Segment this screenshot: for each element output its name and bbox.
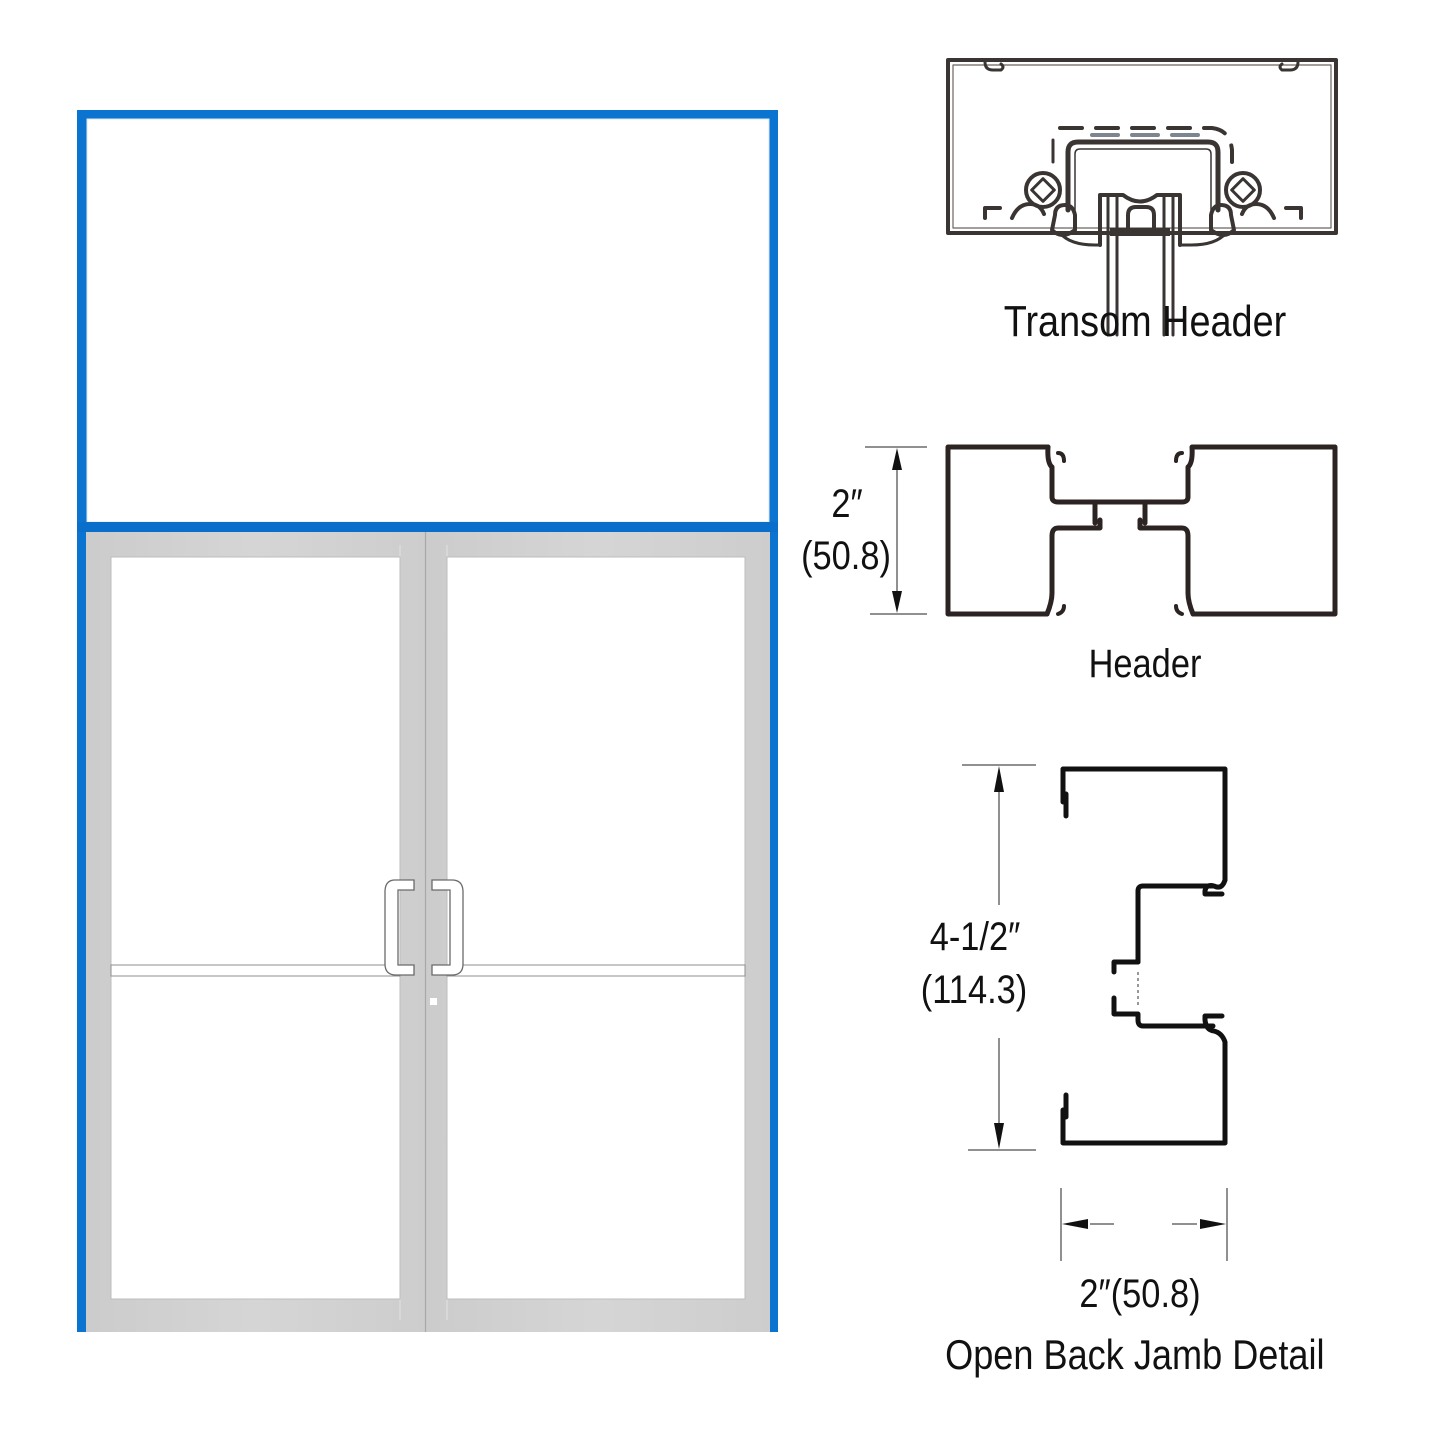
transom-glass [86, 118, 770, 523]
double-doors [86, 532, 770, 1332]
transom-header-title: Transom Header [1003, 297, 1287, 346]
header-profile [865, 444, 1338, 617]
arrow-up-icon [994, 766, 1004, 792]
door-elevation [77, 110, 778, 1332]
right-door-glass [446, 556, 746, 1300]
header-dimension-imperial: 2″ [831, 482, 863, 526]
arrow-left-icon [1062, 1219, 1088, 1229]
arrow-down-icon [892, 591, 902, 613]
left-mid-rail [110, 964, 401, 977]
jamb-profile [962, 764, 1228, 1261]
transom-header-profile [946, 58, 1338, 337]
jamb-title: Open Back Jamb Detail [945, 1331, 1325, 1378]
left-door-glass [110, 556, 401, 1300]
jamb-height-imperial: 4-1/2″ [929, 915, 1021, 959]
header-title: Header [1088, 642, 1202, 686]
jamb-width-label: 2″(50.8) [1079, 1272, 1201, 1316]
door-elevation-drawing [77, 110, 778, 1332]
arrow-up-icon [892, 448, 902, 470]
arrow-down-icon [994, 1123, 1004, 1149]
right-mid-rail [446, 964, 746, 977]
right-pull-handle [431, 879, 464, 976]
transom-header-detail: Transom Header [940, 50, 1350, 350]
jamb-width-dimension-lines [1060, 1188, 1228, 1261]
header-detail: 2″ (50.8) Header [790, 430, 1350, 690]
header-dimension-lines [865, 446, 927, 615]
jamb-height-dimension-lines [962, 764, 1036, 1151]
jamb-height-metric: (114.3) [920, 968, 1028, 1012]
arrow-right-icon [1200, 1219, 1226, 1229]
open-back-jamb-detail: 4-1/2″ (114.3) 2″(50.8) Open Back Jamb D… [900, 750, 1350, 1390]
left-pull-handle [384, 879, 415, 976]
lock-cylinder [430, 998, 437, 1005]
header-dimension-metric: (50.8) [801, 534, 891, 578]
